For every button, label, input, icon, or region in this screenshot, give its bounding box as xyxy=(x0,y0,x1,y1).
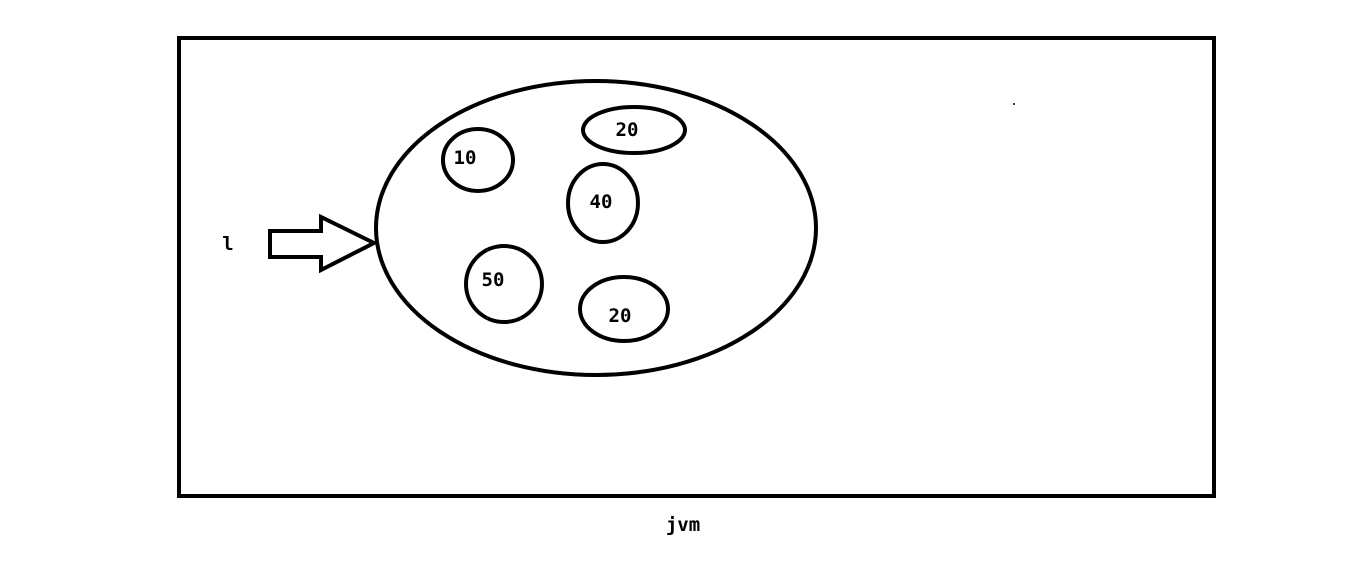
object-value: 10 xyxy=(454,147,477,169)
object-value: 20 xyxy=(609,305,632,327)
reference-arrow-icon xyxy=(268,213,379,274)
object-ellipse xyxy=(441,127,515,193)
object-value: 40 xyxy=(590,191,613,213)
jvm-box xyxy=(177,36,1216,498)
object-value: 50 xyxy=(482,269,505,291)
collection-ellipse xyxy=(374,79,818,377)
object-ellipse xyxy=(566,162,640,244)
reference-label: l xyxy=(222,233,233,255)
object-ellipse xyxy=(578,275,670,343)
stray-dot xyxy=(1013,103,1015,105)
object-value: 20 xyxy=(616,119,639,141)
jvm-label: jvm xyxy=(666,514,700,536)
object-ellipse xyxy=(581,105,687,155)
object-ellipse xyxy=(464,244,544,324)
